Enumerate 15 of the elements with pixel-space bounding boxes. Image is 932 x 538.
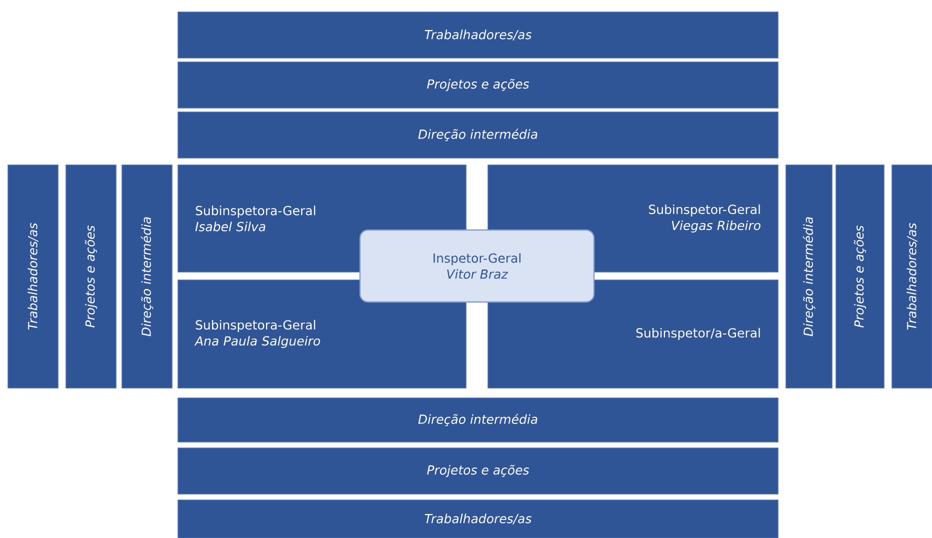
level-band: Projetos e ações xyxy=(836,164,884,388)
unit-box: Subinspetor/a-Geral xyxy=(488,280,778,388)
level-band: Trabalhadores/as xyxy=(892,164,932,388)
level-band: Projetos e ações xyxy=(178,448,778,494)
level-band: Trabalhadores/as xyxy=(8,164,58,388)
level-band: Direção intermédia xyxy=(122,164,172,388)
level-band: Direção intermédia xyxy=(178,112,778,158)
level-band: Projetos e ações xyxy=(178,62,778,108)
unit-box: Subinspetora-Geral Ana Paula Salgueiro xyxy=(178,280,466,388)
head-box: Inspetor-Geral Vitor Braz xyxy=(359,229,595,303)
level-band: Projetos e ações xyxy=(66,164,116,388)
level-band: Direção intermédia xyxy=(786,164,832,388)
level-band: Trabalhadores/as xyxy=(178,500,778,538)
level-band: Direção intermédia xyxy=(178,398,778,442)
level-band: Trabalhadores/as xyxy=(178,12,778,58)
